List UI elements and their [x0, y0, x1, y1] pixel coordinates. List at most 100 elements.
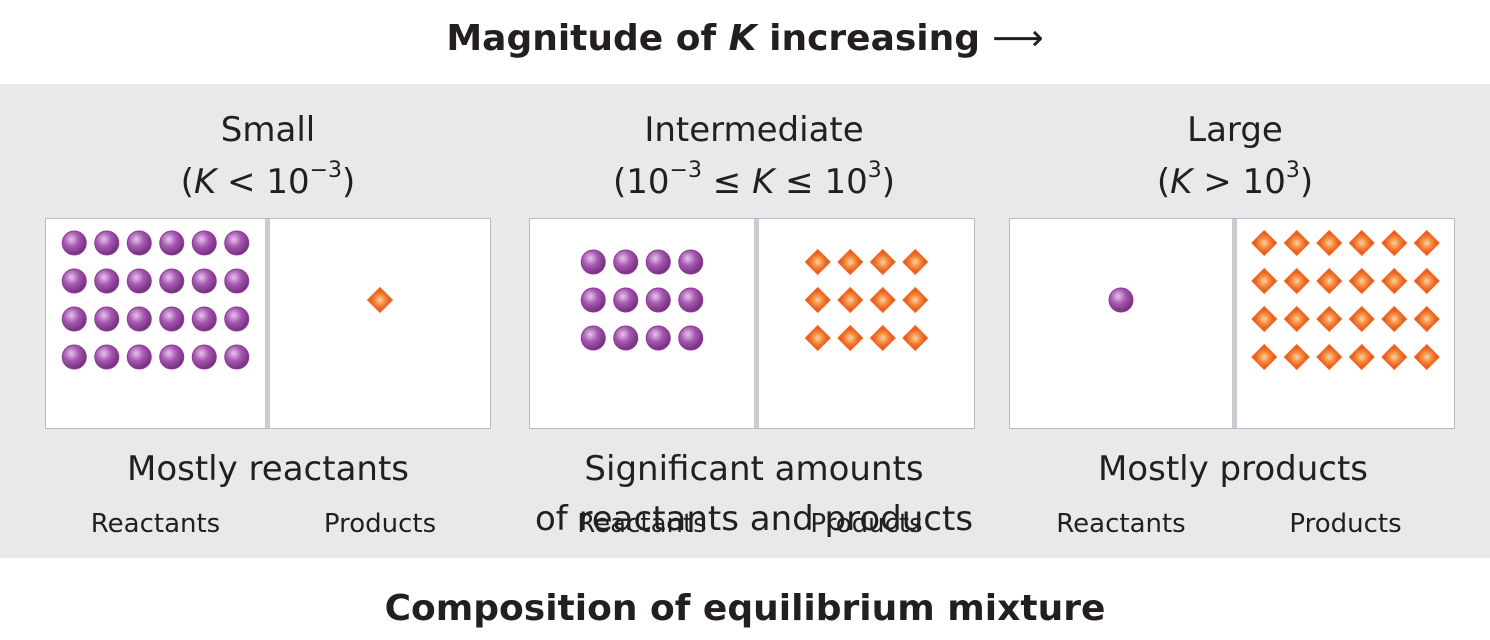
reactant-molecule	[678, 325, 704, 351]
panel-heading: Large	[1187, 110, 1283, 150]
cond-rel: ≤ 10	[774, 162, 868, 202]
product-molecule	[902, 286, 929, 314]
panel-caption: Mostly products	[978, 444, 1488, 494]
caption-line-1: Mostly products	[1097, 449, 1369, 489]
title-suffix: increasing	[756, 18, 981, 59]
box-divider	[1232, 219, 1237, 428]
product-molecule	[1348, 267, 1375, 295]
product-molecule	[1283, 267, 1310, 295]
reactant-molecule	[645, 287, 671, 313]
panel-condition: (10−3 ≤ K ≤ 103)	[504, 157, 1004, 204]
product-molecule	[902, 248, 929, 276]
reactant-molecule	[224, 344, 250, 370]
product-molecule	[1348, 305, 1375, 333]
reactant-molecule	[191, 306, 217, 332]
cond-close: )	[1299, 162, 1314, 202]
reactant-molecule	[580, 325, 606, 351]
box-divider	[754, 219, 759, 428]
product-molecule	[804, 248, 831, 276]
cond-rel: > 10	[1192, 162, 1286, 202]
product-molecule	[1348, 343, 1375, 371]
caption-line-1: Significant amounts	[584, 449, 924, 489]
reactant-molecule	[159, 344, 185, 370]
reactant-molecule	[159, 230, 185, 256]
reactant-molecule	[645, 325, 671, 351]
reactant-molecule	[224, 306, 250, 332]
reactant-molecule	[61, 268, 87, 294]
product-molecule	[1251, 305, 1278, 333]
product-molecule	[1381, 229, 1408, 257]
product-molecule	[366, 286, 394, 314]
product-molecule	[869, 248, 896, 276]
cond-close: )	[881, 162, 895, 202]
reactant-molecule	[580, 287, 606, 313]
panels-band: Small (K < 10−3) Reactants Products Most…	[0, 84, 1490, 558]
reactant-molecule	[126, 268, 152, 294]
title-prefix: Magnitude of	[446, 18, 729, 59]
product-molecule	[804, 286, 831, 314]
cond-exponent: 3	[1285, 157, 1300, 183]
product-molecule	[837, 324, 864, 352]
reactants-label: Reactants	[90, 509, 221, 539]
product-molecule	[1316, 229, 1343, 257]
product-molecule	[902, 324, 929, 352]
panel-caption: Significant amounts of reactants and pro…	[504, 444, 1004, 544]
mixture-box: Reactants Products	[45, 218, 491, 539]
reactant-molecule	[224, 268, 250, 294]
product-molecule	[1316, 305, 1343, 333]
reactant-molecule	[61, 230, 87, 256]
cond-open: (10	[612, 162, 670, 202]
reactant-molecule	[191, 344, 217, 370]
reactant-molecule	[94, 230, 120, 256]
panel-condition: (K > 103)	[980, 157, 1490, 204]
cond-k: K	[1170, 162, 1193, 202]
cond-rel: < 10	[216, 162, 310, 202]
reactant-molecule	[613, 325, 639, 351]
product-molecule	[1316, 343, 1343, 371]
product-molecule	[1413, 343, 1440, 371]
product-molecule	[1251, 229, 1278, 257]
panel-heading: Small	[220, 110, 316, 150]
box-divider	[265, 219, 270, 428]
reactant-molecule	[126, 230, 152, 256]
reactant-molecule	[94, 268, 120, 294]
product-molecule	[837, 248, 864, 276]
reactant-molecules	[61, 230, 250, 370]
cond-exponent: −3	[309, 157, 343, 183]
reactant-molecule	[645, 249, 671, 275]
reactant-molecule	[126, 344, 152, 370]
molecules	[61, 230, 394, 370]
molecules	[580, 248, 929, 352]
reactant-molecules	[1108, 287, 1134, 313]
product-molecule	[1413, 229, 1440, 257]
product-molecule	[1381, 343, 1408, 371]
product-molecule	[1413, 267, 1440, 295]
cond-k: K	[752, 162, 775, 202]
product-molecule	[1413, 305, 1440, 333]
reactant-molecule	[61, 344, 87, 370]
product-molecule	[1283, 305, 1310, 333]
reactants-label: Reactants	[577, 509, 707, 539]
cond-open: (	[1156, 162, 1171, 202]
reactant-molecule	[61, 306, 87, 332]
product-molecule	[1381, 267, 1408, 295]
caption-line-1: Mostly reactants	[127, 449, 409, 489]
product-molecule	[1251, 267, 1278, 295]
reactant-molecule	[613, 249, 639, 275]
right-arrow-icon: ⟶	[992, 18, 1044, 59]
panel-caption: Mostly reactants	[0, 444, 536, 494]
products-label: Products	[810, 509, 923, 539]
reactant-molecule	[94, 344, 120, 370]
reactant-molecule	[224, 230, 250, 256]
product-molecules	[804, 248, 929, 352]
composition-title: Composition of equilibrium mixture	[384, 588, 1106, 629]
cond-mid: ≤	[701, 162, 753, 202]
product-molecule	[1316, 267, 1343, 295]
cond-exponent: 3	[867, 157, 882, 183]
product-molecule	[869, 324, 896, 352]
product-molecules	[366, 286, 394, 314]
cond-close: )	[342, 162, 356, 202]
product-molecule	[804, 324, 831, 352]
reactant-molecule	[191, 268, 217, 294]
reactant-molecule	[126, 306, 152, 332]
